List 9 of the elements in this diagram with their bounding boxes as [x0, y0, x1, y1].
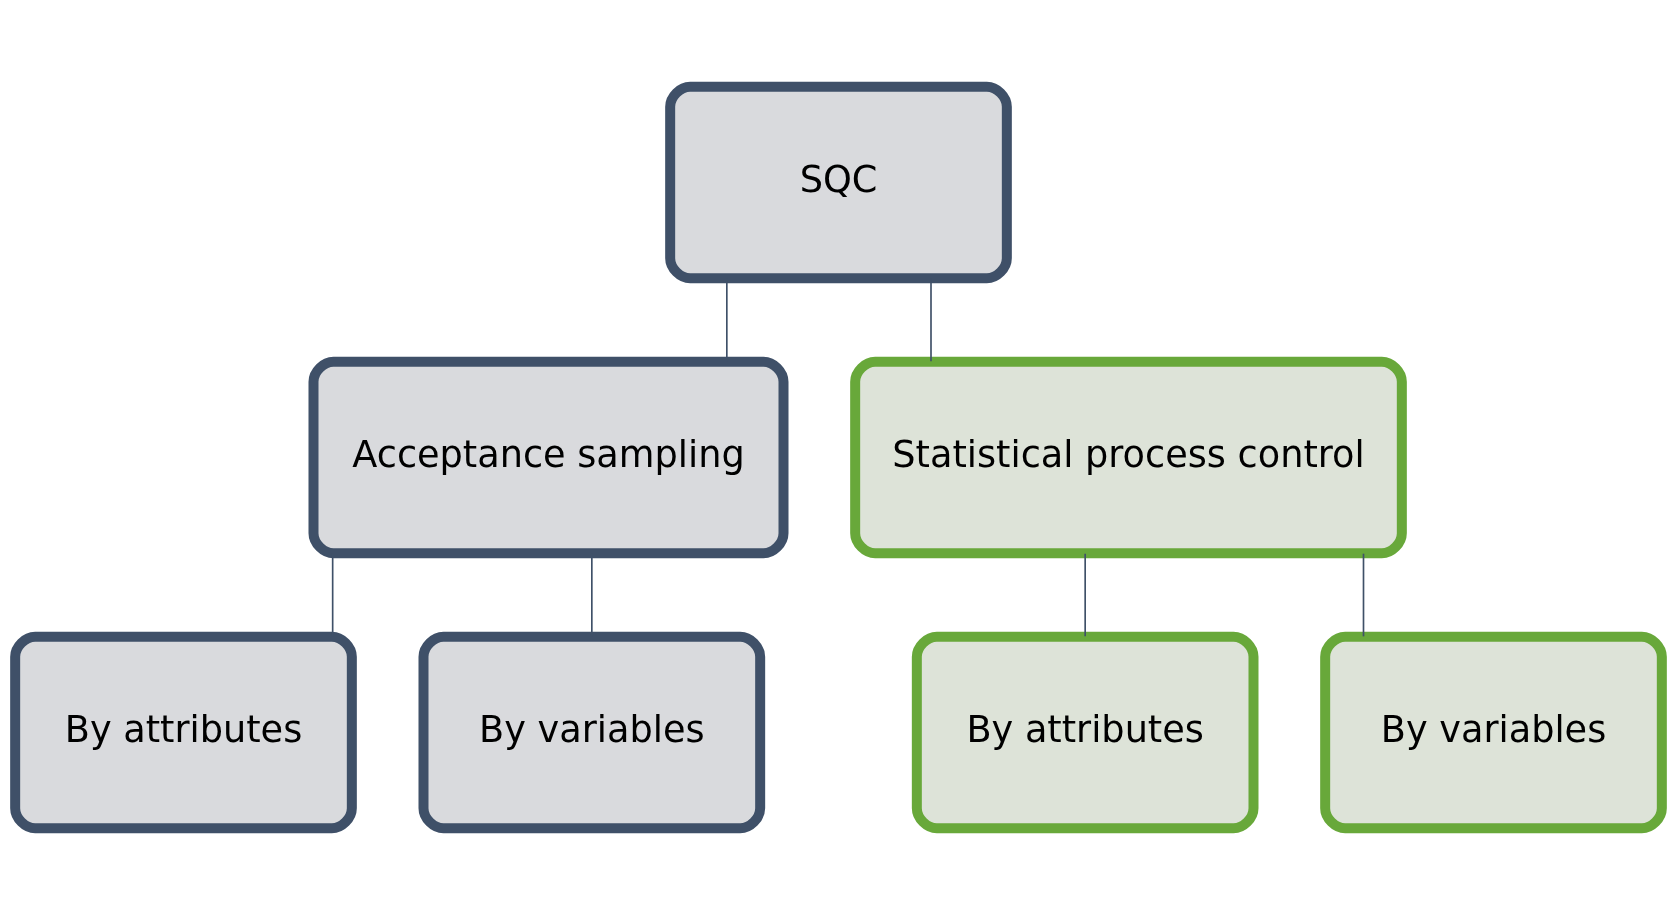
node-box: By variables: [1320, 631, 1667, 834]
node-box: Statistical process control: [850, 356, 1407, 559]
connector: [1362, 552, 1365, 638]
node-box: By variables: [418, 631, 766, 834]
node-box: By attributes: [911, 631, 1259, 834]
node-box: By attributes: [10, 631, 357, 834]
node-box: SQC: [665, 81, 1012, 284]
node-box: Acceptance sampling: [308, 356, 789, 559]
connector: [1084, 552, 1086, 638]
